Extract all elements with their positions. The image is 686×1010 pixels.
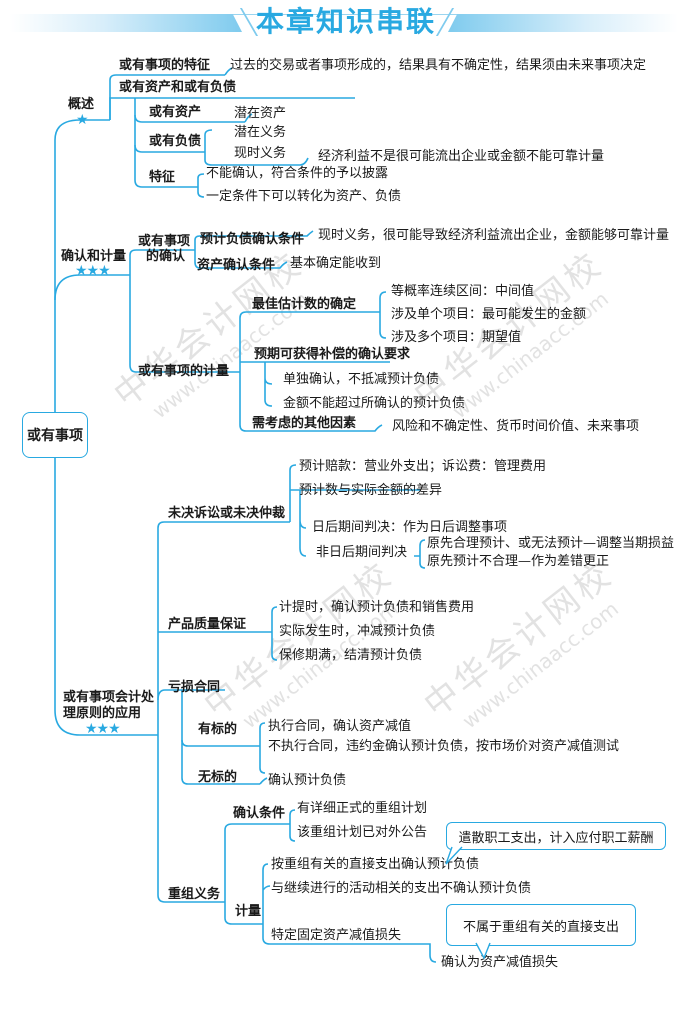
best-estimate-item: 涉及单个项目：最可能发生的金额 bbox=[391, 307, 587, 322]
importance-stars: ★ bbox=[76, 112, 89, 128]
node-measurement: 或有事项的计量 bbox=[138, 364, 230, 379]
contingent-asset-detail: 潜在资产 bbox=[234, 106, 287, 121]
callout-pointer bbox=[445, 846, 463, 865]
root-node: 或有事项 bbox=[22, 412, 88, 458]
non-post-item: 原先合理预计、或无法预计—调整当期损益 bbox=[427, 536, 675, 551]
node-recognition-conditions: 确认条件 bbox=[233, 806, 286, 821]
without-subject-detail: 确认预计负债 bbox=[268, 773, 347, 788]
non-post-item: 原先预计不合理—作为差错更正 bbox=[427, 554, 610, 569]
condition-item: 有详细正式的重组计划 bbox=[297, 801, 428, 816]
warranty-item: 实际发生时，冲减预计负债 bbox=[279, 624, 436, 639]
best-estimate-item: 等概率连续区间：中间值 bbox=[391, 284, 535, 299]
provision-condition-detail: 现时义务，很可能导致经济利益流出企业，金额能够可靠计量 bbox=[318, 228, 670, 243]
importance-stars: ★★★ bbox=[75, 263, 111, 279]
condition-item: 该重组计划已对外公告 bbox=[297, 825, 428, 840]
trait-item: 不能确认，符合条件的予以披露 bbox=[206, 166, 389, 181]
other-factors-detail: 风险和不确定性、货币时间价值、未来事项 bbox=[392, 419, 640, 434]
callout-severance: 遣散职工支出，计入应付职工薪酬 bbox=[446, 822, 666, 850]
liability-item: 现时义务 bbox=[234, 146, 287, 161]
measurement-item: 与继续进行的活动相关的支出不确认预计负债 bbox=[271, 881, 532, 896]
node-recognition: 确认和计量 bbox=[61, 249, 127, 264]
banner-bar-right bbox=[448, 14, 678, 32]
node-application-line2: 理原则的应用 bbox=[63, 706, 142, 721]
node-contingent-liability: 或有负债 bbox=[149, 134, 202, 149]
node-contingent: 或有资产和或有负债 bbox=[119, 80, 237, 95]
warranty-item: 保修期满，结清预计负债 bbox=[279, 648, 423, 663]
node-recog-line1: 或有事项 bbox=[138, 234, 191, 249]
reimbursement-item: 单独确认，不抵减预计负债 bbox=[283, 372, 440, 387]
node-best-estimate: 最佳估计数的确定 bbox=[252, 297, 357, 312]
callout-not-direct: 不属于重组有关的直接支出 bbox=[446, 904, 636, 946]
node-provision-condition: 预计负债确认条件 bbox=[200, 232, 305, 247]
node-application-line1: 或有事项会计处 bbox=[63, 690, 155, 705]
feature-detail: 过去的交易或者事项形成的，结果具有不确定性，结果须由未来事项决定 bbox=[230, 58, 647, 73]
node-with-subject: 有标的 bbox=[198, 722, 238, 737]
present-obligation-detail: 经济利益不是很可能流出企业或金额不能可靠计量 bbox=[318, 149, 605, 164]
node-warranty: 产品质量保证 bbox=[168, 617, 247, 632]
liability-item: 潜在义务 bbox=[234, 125, 287, 140]
page-title: 本章知识串联 bbox=[256, 5, 437, 38]
impairment-detail: 确认为资产减值损失 bbox=[441, 955, 559, 970]
litigation-item: 预计赔款：营业外支出；诉讼费：管理费用 bbox=[299, 459, 547, 474]
reimbursement-item: 金额不能超过所确认的预计负债 bbox=[283, 396, 466, 411]
node-feature: 或有事项的特征 bbox=[119, 58, 211, 73]
node-onerous-contract: 亏损合同 bbox=[168, 680, 221, 695]
banner-bar-left bbox=[10, 14, 242, 32]
callout-pointer bbox=[475, 942, 491, 960]
node-contingent-asset: 或有资产 bbox=[149, 105, 202, 120]
warranty-item: 计提时，确认预计负债和销售费用 bbox=[279, 600, 475, 615]
trait-item: 一定条件下可以转化为资产、负债 bbox=[206, 189, 402, 204]
node-traits: 特征 bbox=[149, 170, 176, 185]
node-reimbursement: 预期可获得补偿的确认要求 bbox=[254, 347, 411, 362]
chapter-banner: 本章知识串联 bbox=[0, 0, 686, 42]
node-other-factors: 需考虑的其他因素 bbox=[252, 416, 357, 431]
node-litigation: 未决诉讼或未决仲裁 bbox=[168, 506, 286, 521]
node-without-subject: 无标的 bbox=[198, 770, 238, 785]
post-period-judgment: 日后期间判决：作为日后调整事项 bbox=[312, 520, 508, 535]
node-recog-line2: 的确认 bbox=[146, 249, 186, 264]
node-non-post-period: 非日后期间判决 bbox=[316, 545, 408, 560]
node-overview: 概述 bbox=[68, 97, 95, 112]
importance-stars: ★★★ bbox=[85, 721, 121, 737]
node-estimate-difference: 预计数与实际金额的差异 bbox=[299, 483, 443, 498]
measurement-item: 按重组有关的直接支出确认预计负债 bbox=[271, 857, 480, 872]
node-asset-condition: 资产确认条件 bbox=[197, 258, 276, 273]
node-restructuring: 重组义务 bbox=[168, 887, 221, 902]
measurement-item: 特定固定资产减值损失 bbox=[271, 928, 402, 943]
with-subject-item: 不执行合同，违约金确认预计负债，按市场价对资产减值测试 bbox=[268, 739, 620, 754]
banner-rule bbox=[10, 14, 678, 15]
best-estimate-item: 涉及多个项目：期望值 bbox=[391, 330, 522, 345]
with-subject-item: 执行合同，确认资产减值 bbox=[268, 719, 412, 734]
asset-condition-detail: 基本确定能收到 bbox=[290, 256, 382, 271]
node-restructuring-measurement: 计量 bbox=[235, 904, 262, 919]
